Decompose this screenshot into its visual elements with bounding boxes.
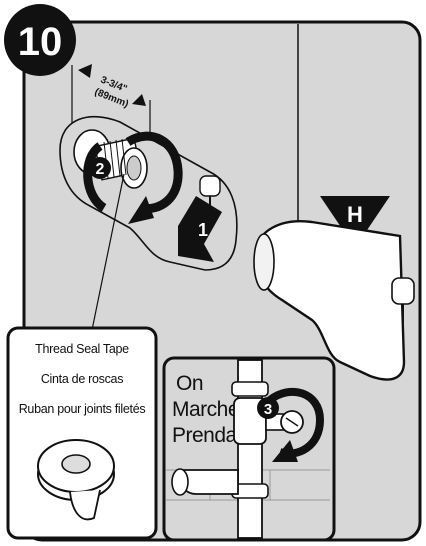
part-letter: H [347, 202, 363, 227]
on-label-english: On [176, 372, 203, 395]
tape-label-french: Ruban pour joints filetés [19, 402, 146, 416]
step-badge: 10 [4, 4, 76, 76]
on-label-french: Marche [172, 398, 239, 421]
valve-inset-panel: On Marche Prenda 3 [164, 358, 334, 540]
tape-label-english: Thread Seal Tape [35, 342, 129, 356]
step-number: 10 [18, 20, 63, 64]
callout-1-number: 1 [198, 220, 208, 240]
tape-label-spanish: Cinta de roscas [41, 372, 123, 386]
callout-3-number: 3 [264, 401, 272, 418]
on-label-spanish: Prenda [172, 424, 238, 447]
tape-inset-panel: Thread Seal Tape Cinta de roscas Ruban p… [8, 328, 156, 538]
callout-2-number: 2 [96, 161, 105, 178]
